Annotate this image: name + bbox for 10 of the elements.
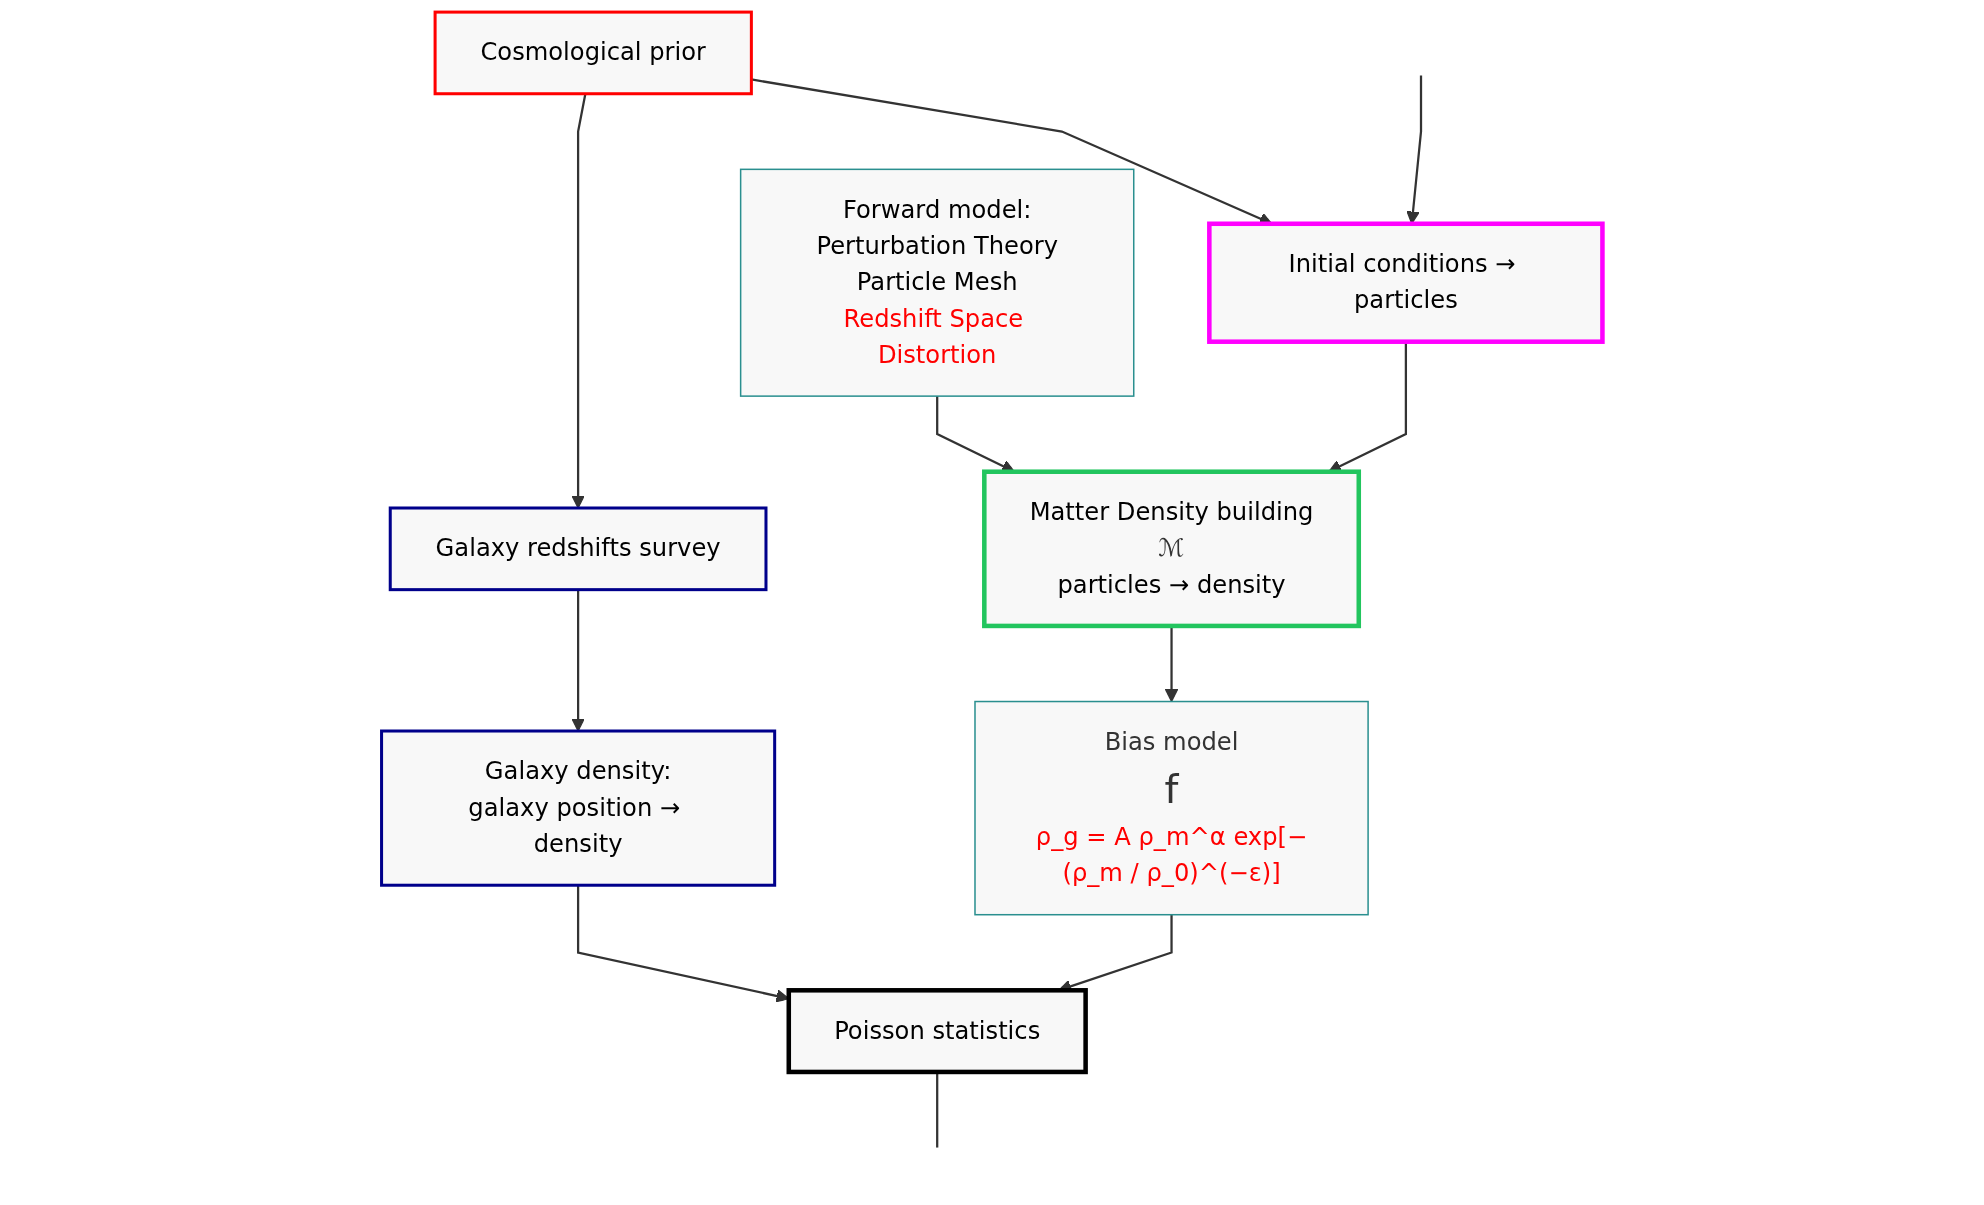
node-box: Poisson statistics (786, 988, 1088, 1075)
node-box: Initial conditions → particles (1207, 221, 1605, 344)
arrow (571, 589, 585, 732)
node-box: Matter Density building ℳ particles → density (982, 469, 1362, 629)
node-box: Galaxy redshifts survey (388, 506, 768, 592)
node-box: Bias model f ρ_g = A ρ_m^α exp[−(ρ_m / ρ_0)^(−ε)] (974, 700, 1369, 916)
node-box: Galaxy density: galaxy position → density (380, 729, 777, 887)
node-box: Cosmological prior (433, 10, 753, 96)
arrow (571, 93, 587, 509)
node-box: Forward model: Perturbation Theory Particle Mesh Redshift Space Distortion (739, 168, 1135, 397)
